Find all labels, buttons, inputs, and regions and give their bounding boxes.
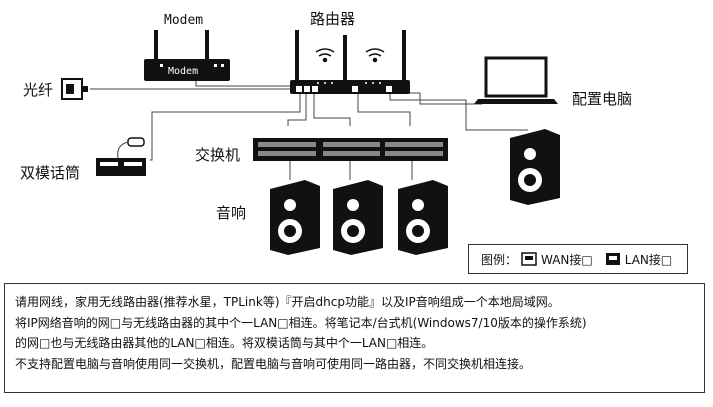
speaker-icon — [270, 180, 320, 255]
speaker-label: 音响 — [216, 204, 246, 222]
legend-wan: WAN接□ — [541, 252, 593, 267]
microphone-icon — [96, 137, 146, 176]
instruction-line: 不支持配置电脑与音响使用同一交换机，配置电脑与音响可使用同一路由器，不同交换机相… — [15, 356, 532, 371]
modem-label: Modem — [164, 13, 203, 28]
router-label: 路由器 — [310, 10, 355, 28]
fiber-label: 光纤 — [23, 81, 53, 99]
speaker-icon — [510, 129, 560, 205]
wan-port-icon — [521, 252, 537, 266]
mic-label: 双模话筒 — [20, 164, 80, 182]
laptop-icon — [474, 56, 558, 104]
router-device — [290, 30, 410, 94]
wifi-icon — [365, 48, 385, 63]
speaker-icon — [398, 180, 448, 255]
instructions-box: 请用网线，家用无线路由器(推荐水星，TPLink等)『开启dhcp功能』以及IP… — [4, 283, 705, 393]
laptop-label: 配置电脑 — [572, 90, 632, 108]
speaker-icon — [333, 180, 383, 255]
instruction-line: 将IP网络音响的网□与无线路由器的其中个一LAN□相连。将笔记本/台式机(Win… — [15, 315, 587, 330]
modem-device-label: Modem — [168, 66, 198, 77]
fiber-port-icon — [61, 78, 88, 100]
network-switch-icon — [380, 138, 448, 161]
legend: 图例： WAN接□ LAN接□ — [468, 244, 688, 274]
network-cables — [90, 80, 528, 180]
legend-lan: LAN接□ — [624, 252, 673, 267]
network-switch-icon — [318, 138, 386, 161]
instruction-line: 的网□也与无线路由器其他的LAN□相连。将双模话筒与其中个一LAN□相连。 — [15, 336, 434, 350]
network-switch-icon — [253, 138, 321, 161]
lan-port-icon — [605, 253, 620, 265]
wifi-icon — [315, 48, 335, 63]
legend-prefix: 图例： — [481, 252, 518, 267]
instruction-line: 请用网线，家用无线路由器(推荐水星，TPLink等)『开启dhcp功能』以及IP… — [15, 295, 560, 309]
switch-label: 交换机 — [195, 146, 240, 164]
modem-device: Modem — [144, 30, 230, 81]
